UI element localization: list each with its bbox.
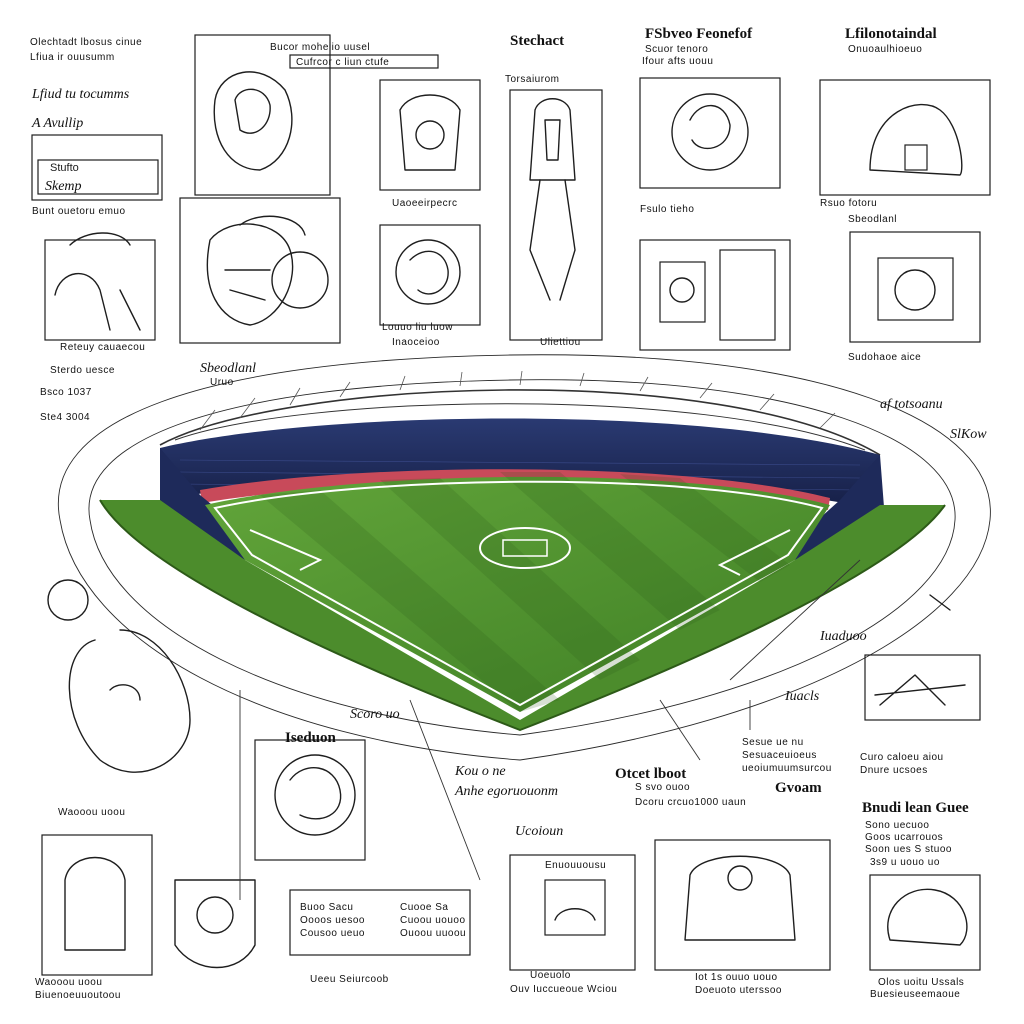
label-t52: Kou o ne bbox=[454, 764, 506, 779]
sketch-group-j: Otcet lboot S svo ouoo Dcoru crcuo1000 u… bbox=[509, 766, 831, 996]
label-t36: Sesuaceuioeus bbox=[742, 750, 817, 761]
sketch-group-i: Iseduon Kou o ne Anhe egoruouonm Ucoioun… bbox=[254, 730, 563, 985]
label-t46: 3s9 u uouo uo bbox=[870, 857, 940, 868]
label-t71: Doeuoto uterssoo bbox=[695, 985, 782, 996]
sketch-group-d: FSbveo Feonefof Scuor tenoro Ifour afts … bbox=[639, 26, 791, 351]
leader-lines bbox=[239, 559, 861, 900]
label-t63: Buoo Sacu bbox=[300, 902, 353, 913]
label-t64: Oooos uesoo bbox=[300, 915, 365, 926]
label-t38: Gvoam bbox=[775, 780, 822, 796]
label-t20: Bsco 1037 bbox=[40, 387, 92, 398]
label-t57: Enuouuousu bbox=[545, 860, 606, 871]
label-t15: Ifour afts uouu bbox=[642, 56, 713, 67]
label-t35: Sesue ue nu bbox=[742, 737, 804, 748]
label-t32: af totsoanu bbox=[880, 397, 943, 412]
label-t33: SlKow bbox=[950, 427, 987, 442]
label-t19: Sterdo uesce bbox=[50, 365, 115, 376]
orbit-lines bbox=[58, 354, 991, 761]
label-t27b: Sbeodlanl bbox=[200, 361, 256, 376]
label-t44: Goos ucarrouos bbox=[865, 832, 943, 843]
label-t51: Otcet lboot bbox=[615, 766, 686, 782]
label-t11: Uaoeeirpecrc bbox=[392, 198, 457, 209]
label-t8: Bucor moheiio uusel bbox=[270, 42, 370, 53]
label-t37: ueoiumuumsurcou bbox=[742, 763, 832, 774]
label-t69: Ouv Iuccueoue Wciou bbox=[510, 984, 617, 995]
label-t26: Uliettiou bbox=[540, 337, 581, 348]
notes-top-left: Olechtadt lbosus cinue Lfiua ir ouusumm … bbox=[30, 37, 163, 217]
sketch-group-k: Bnudi lean Guee Sono uecuoo Goos ucarrou… bbox=[862, 800, 981, 1000]
label-t18: Reteuy cauaecou bbox=[60, 342, 145, 353]
label-t2: Lfiua ir ouusumm bbox=[30, 52, 115, 63]
label-t4: A Avullip bbox=[31, 116, 83, 131]
label-t28: Uruo bbox=[210, 377, 234, 388]
label-t3: Lfiud tu tocumms bbox=[31, 87, 130, 102]
label-t39: Curo caloeu aiou bbox=[860, 752, 944, 763]
sketch-group-g: af totsoanu SlKow Iuaduoo Iuacls Sesue u… bbox=[742, 397, 987, 796]
label-t9: Cufrcor c liun ctufe bbox=[296, 57, 389, 68]
label-t43: Sono uecuoo bbox=[865, 820, 929, 831]
label-t23: Rsuo fotoru bbox=[820, 198, 877, 209]
label-t25: Inaoceioo bbox=[392, 337, 440, 348]
label-t22: Fsulo tieho bbox=[640, 204, 694, 215]
label-t45: Soon ues S stuoo bbox=[865, 844, 952, 855]
stadium-illustration bbox=[99, 370, 946, 732]
label-t49: Iseduon bbox=[285, 730, 337, 746]
label-t40: Dnure ucsoes bbox=[860, 765, 928, 776]
label-t68: Ouoou uuoou bbox=[400, 928, 466, 939]
label-t48: Buesieuseemaoue bbox=[870, 989, 960, 1000]
label-t6: Skemp bbox=[45, 179, 82, 194]
label-t7: Bunt ouetoru emuo bbox=[32, 206, 126, 217]
label-t5: Stufto bbox=[50, 162, 79, 174]
sketch-group-b: Uaoeeirpecrc Louuo liu luow Inaoceioo bbox=[379, 79, 481, 348]
label-t60: Waooou uoou bbox=[58, 807, 125, 818]
label-t12: Torsaiurom bbox=[505, 74, 559, 85]
label-t58: Uoeuolo bbox=[530, 970, 571, 981]
label-t42: Bnudi lean Guee bbox=[862, 800, 969, 816]
label-t60b: Waooou uoou bbox=[35, 977, 102, 988]
label-t50: Anhe egoruouonm bbox=[454, 784, 558, 799]
label-t29: Sudohaoe aice bbox=[848, 352, 921, 363]
label-t47: Olos uoitu Ussals bbox=[878, 977, 964, 988]
sketch-group-a: Bucor moheiio uusel Cufrcor c liun ctufe bbox=[179, 34, 439, 344]
label-t54: Dcoru crcuo1000 uaun bbox=[635, 797, 746, 808]
label-t13: FSbveo Feonefof bbox=[645, 26, 753, 42]
sketch-group-e: Lfilonotaindal Onuoaulhioeuo Rsuo fotoru… bbox=[819, 26, 991, 363]
label-t62: Ueeu Seiurcoob bbox=[310, 974, 389, 985]
label-t17: Onuoaulhioeuo bbox=[848, 44, 922, 55]
label-t73: Iuaduoo bbox=[819, 629, 867, 644]
label-t66: Cuooe Sa bbox=[400, 902, 448, 913]
label-t27: Sbeodlanl bbox=[848, 214, 897, 225]
label-t1: Olechtadt lbosus cinue bbox=[30, 37, 142, 48]
label-t53: S svo ouoo bbox=[635, 782, 690, 793]
sketch-group-f: Reteuy cauaecou Sterdo uesce Bsco 1037 S… bbox=[40, 232, 256, 423]
label-t21: Ste4 3004 bbox=[40, 412, 90, 423]
label-t67: Cuoou uouoo bbox=[400, 915, 466, 926]
label-t55: Scoro uo bbox=[350, 707, 400, 722]
label-t10: Stechact bbox=[510, 33, 564, 49]
label-t65: Cousoo ueuo bbox=[300, 928, 365, 939]
label-t56: Ucoioun bbox=[515, 824, 563, 839]
label-t16: Lfilonotaindal bbox=[845, 26, 937, 42]
sketch-group-c: Stechact Torsaiurom Uliettiou bbox=[505, 33, 603, 348]
label-t34: Iuacls bbox=[784, 689, 820, 704]
label-t24: Louuo liu luow bbox=[382, 322, 453, 333]
label-t61: Biuenoeuuoutoou bbox=[35, 990, 121, 1001]
label-t14: Scuor tenoro bbox=[645, 44, 708, 55]
sketch-group-h: Waooou uoou Waooou uoou Biuenoeuuoutoou … bbox=[35, 579, 400, 1001]
label-t70: Iot 1s ouuo uouo bbox=[695, 972, 778, 983]
